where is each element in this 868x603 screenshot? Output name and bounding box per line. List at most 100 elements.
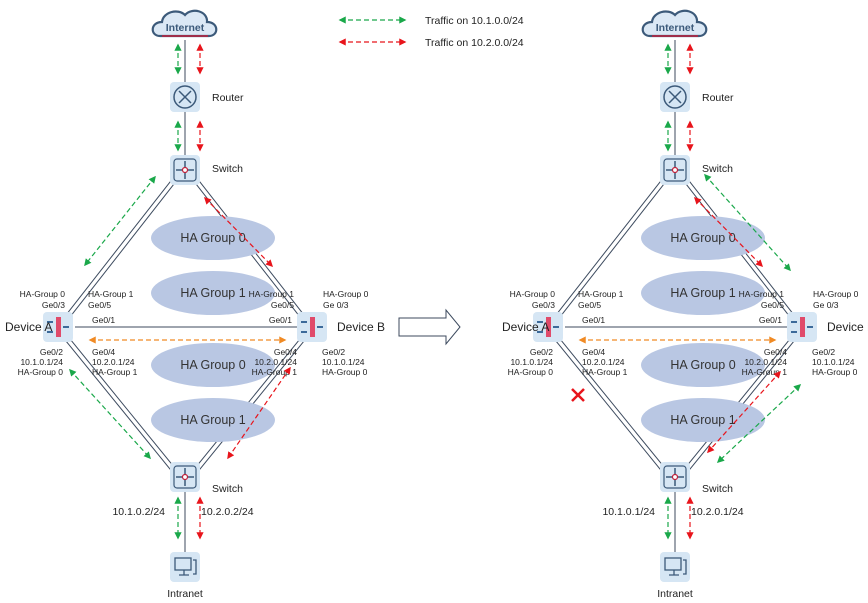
interface-label: 10.1.0.1/24 [510,357,553,367]
interface-label: 10.2.0.1/24 [744,357,787,367]
interface-label: Ge0/1 [269,315,292,325]
switch-label: Switch [212,483,243,495]
switch-label: Switch [212,163,243,175]
switch-icon-center [671,473,679,481]
cloud-shape [641,9,708,38]
switch-icon [663,158,687,182]
ha-group-label: HA Group 1 [670,413,735,427]
interface-label: HA-Group 1 [249,289,295,299]
link-failure-x-icon [571,388,585,402]
interface-label: HA-Group 0 [813,289,859,299]
traffic-arrow-green [69,368,151,460]
pc-icon-stand [669,559,687,576]
traffic-arrow-green [704,173,791,272]
ha-group-label: HA Group 0 [180,231,245,245]
switch-device-a-link [559,184,665,318]
interface-label: HA-Group 0 [508,367,554,377]
interface-label: Ge0/3 [532,300,555,310]
traffic-arrow-green [716,384,802,463]
router-icon-arrows [178,90,192,104]
firewall-icon-arrows [301,321,323,333]
device-label: Device B [337,320,385,334]
pc-icon-stand [179,559,197,576]
router-icon [173,85,197,109]
firewall-icon-arrows [791,321,813,333]
interface-label: HA-Group 0 [322,367,368,377]
interface-label: 10.1.0.1/24 [20,357,63,367]
traffic-arrow-green [84,175,156,267]
interface-label: 10.2.0.1/24 [92,357,135,367]
ha-group-label: HA Group 1 [670,286,735,300]
panel-before: HA Group 0 HA Group 1 HA Group 0 HA Group 1… [5,9,385,600]
interface-label: 10.2.0.1/24 [582,357,625,367]
firewall-icon-arrows [47,321,69,333]
device-label: Device B [827,320,868,334]
interface-label: HA-Group 1 [92,367,138,377]
firewall-icon [310,317,315,337]
switch-label: Switch [702,483,733,495]
interface-label: Ge0/5 [761,300,784,310]
interface-label: HA-Group 1 [742,367,788,377]
firewall-icon [546,317,551,337]
switch-icon-center [671,166,679,174]
interface-label: Ge 0/3 [323,300,349,310]
intranet-ip-label: 10.2.0.1/24 [691,506,744,518]
interface-label: Ge0/2 [40,347,63,357]
device-a-switch-link [559,338,665,467]
interface-label: 10.1.0.1/24 [322,357,365,367]
interface-label: 10.1.0.1/24 [812,357,855,367]
internet-label: Internet [166,22,205,34]
switch-icon [663,465,687,489]
interface-label: Ge0/4 [274,347,297,357]
intranet-ip-label: 10.2.0.2/24 [201,506,254,518]
interface-label: Ge0/4 [582,347,605,357]
pc-icon [174,557,192,571]
legend-item: Traffic on 10.2.0.0/24 [338,37,524,49]
legend-label: Traffic on 10.2.0.0/24 [425,37,524,49]
internet-cloud-icon: Internet [151,9,218,38]
firewall-icon-arrows [537,321,559,333]
ha-group-label: HA Group 1 [180,286,245,300]
firewall-icon [800,317,805,337]
intranet-ip-label: 10.1.0.2/24 [112,506,165,518]
intranet-node [170,552,200,582]
pc-icon [664,557,682,571]
interface-label: HA-Group 0 [323,289,369,299]
interface-label: Ge0/5 [88,300,111,310]
switch-icon-center [181,166,189,174]
interface-label: Ge0/1 [582,315,605,325]
ha-group-label: HA Group 1 [180,413,245,427]
switch-icon [173,465,197,489]
intranet-node [660,552,690,582]
legend-item: Traffic on 10.1.0.0/24 [338,15,524,27]
intranet-label: Intranet [167,588,203,600]
traffic-arrow-red [227,366,291,460]
interface-label: Ge0/4 [92,347,115,357]
switch-icon [173,158,197,182]
interface-label: HA-Group 1 [252,367,298,377]
device-a-switch-link [555,341,661,470]
ha-group-label: HA Group 0 [670,231,735,245]
intranet-label: Intranet [657,588,693,600]
interface-label: Ge0/1 [759,315,782,325]
interface-label: HA-Group 0 [812,367,858,377]
ha-group-label: HA Group 0 [180,358,245,372]
router-icon-arrows [668,90,682,104]
interface-label: HA-Group 0 [510,289,556,299]
interface-label: Ge0/2 [322,347,345,357]
interface-label: Ge0/4 [764,347,787,357]
panel-after: HA Group 0HA Group 1HA Group 0HA Group 1… [502,9,868,600]
interface-label: HA-Group 1 [578,289,624,299]
interface-label: HA-Group 0 [20,289,66,299]
interface-label: Ge0/5 [271,300,294,310]
interface-label: Ge0/5 [578,300,601,310]
cloud-shape [151,9,218,38]
ha-group-ellipse [151,271,275,315]
device-label: Device A [502,320,549,334]
interface-label: Ge0/1 [92,315,115,325]
interface-label: HA-Group 1 [739,289,785,299]
internet-label: Internet [656,22,695,34]
interface-label: Ge 0/3 [813,300,839,310]
